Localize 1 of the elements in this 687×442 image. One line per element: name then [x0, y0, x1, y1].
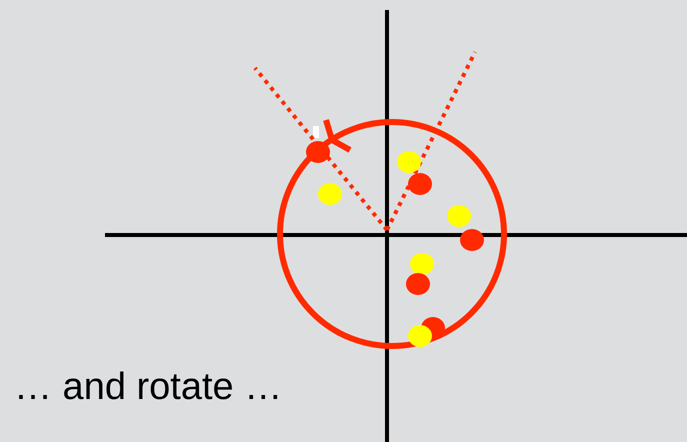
- slide-text: … and rotate …: [14, 366, 282, 409]
